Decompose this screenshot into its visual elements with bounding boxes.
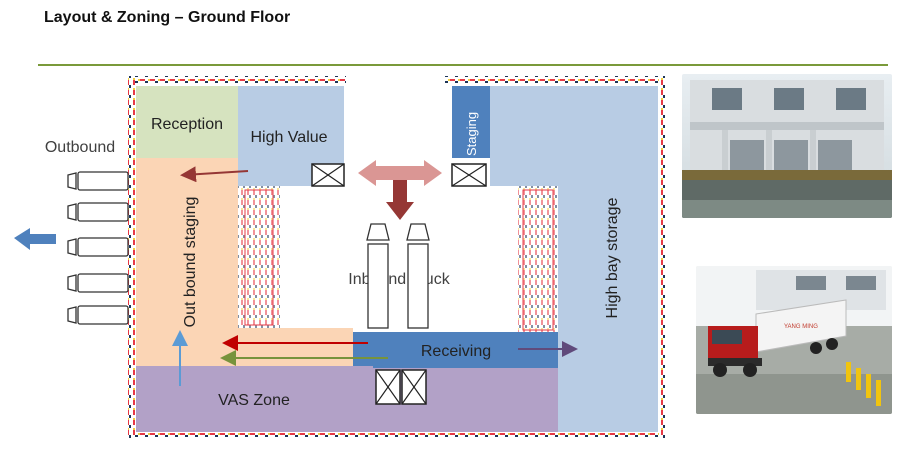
reception-zone: [136, 86, 238, 158]
staging-label: Staging: [464, 112, 479, 156]
dock-double-arrow-icon: [358, 160, 442, 186]
truck-icon: [67, 305, 129, 325]
vas-zone-label: VAS Zone: [218, 392, 290, 409]
outbound-staging-zone-lower: [238, 328, 353, 366]
truck-icon: [67, 237, 129, 257]
reception-label: Reception: [151, 116, 223, 133]
svg-text:YANG MING: YANG MING: [784, 324, 818, 330]
truck-icon: [366, 223, 390, 329]
inbound-truck-label: Inbound Truck: [348, 271, 450, 288]
inbound-down-arrow-icon: [386, 180, 414, 220]
outbound-trucks: [67, 171, 129, 325]
truck-icon: [67, 273, 129, 293]
dock-door-icon: [311, 163, 345, 187]
outbound-label: Outbound: [45, 139, 115, 156]
page-title: Layout & Zoning – Ground Floor: [44, 9, 291, 26]
truck-at-dock-photo: YANG MING: [696, 266, 892, 414]
high-bay-storage-label: High bay storage: [604, 197, 621, 318]
flow-arrow-icon: [180, 166, 249, 183]
dock-door-icon: [401, 369, 427, 405]
truck-icon: [67, 171, 129, 191]
receiving-label: Receiving: [421, 343, 491, 360]
warehouse-dock-photo: [682, 74, 892, 218]
high-bay-storage-zone: [490, 86, 658, 186]
staging-zone: [452, 86, 490, 158]
vas-zone: [136, 366, 373, 432]
dock-door-icon: [375, 369, 401, 405]
truck-icon: [67, 202, 129, 222]
high-value-label: High Value: [250, 129, 327, 146]
outbound-arrow-icon: [14, 228, 56, 250]
title-divider: [38, 64, 888, 66]
outbound-staging-label: Out bound staging: [182, 197, 199, 328]
dock-door-icon: [451, 163, 487, 187]
high-bay-storage-zone-lower: [558, 186, 658, 432]
truck-icon: [406, 223, 430, 329]
building-walls: [128, 76, 666, 439]
